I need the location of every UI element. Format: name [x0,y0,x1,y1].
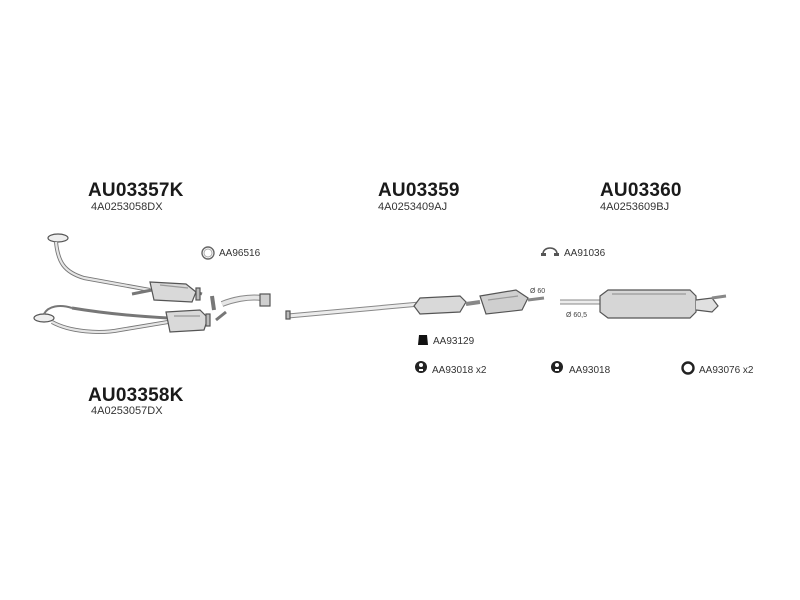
assembly-code-au03358k: AU03358K [88,385,184,406]
accessory-label-aa96516: AA96516 [219,248,261,259]
center-pipe-resonator [285,289,545,320]
assembly-ref-au03358k: 4A0253057DX [91,405,163,417]
assembly-ref-au03360: 4A0253609BJ [600,201,670,213]
accessory-label-aa93018: AA93018 [569,365,611,376]
rubber-ring-icon [681,361,695,375]
front-pipe-upper [47,233,203,303]
intermediate-bend [210,293,271,322]
assembly-code-au03359: AU03359 [378,180,460,201]
front-pipe-lower [33,305,211,334]
gasket-ring-icon [201,246,215,260]
assembly-ref-au03359: 4A0253409AJ [378,201,448,213]
rear-silencer [560,289,727,319]
accessory-label-aa93018-x2: AA93018 x2 [432,365,487,376]
assembly-ref-au03357k: 4A0253058DX [91,201,163,213]
pipe-clamp-icon [541,247,559,256]
diameter-label-60-5: Ø 60,5 [566,312,588,319]
rubber-mount-icon [418,335,428,345]
rubber-hanger-icon [551,361,563,373]
accessory-label-aa93129: AA93129 [433,336,475,347]
assembly-code-au03360: AU03360 [600,180,682,201]
diameter-label-60: Ø 60 [530,288,546,295]
assembly-code-au03357k: AU03357K [88,180,184,201]
rubber-hanger-icon [415,361,427,373]
accessory-label-aa91036: AA91036 [564,248,606,259]
accessory-label-aa93076-x2: AA93076 x2 [699,365,754,376]
